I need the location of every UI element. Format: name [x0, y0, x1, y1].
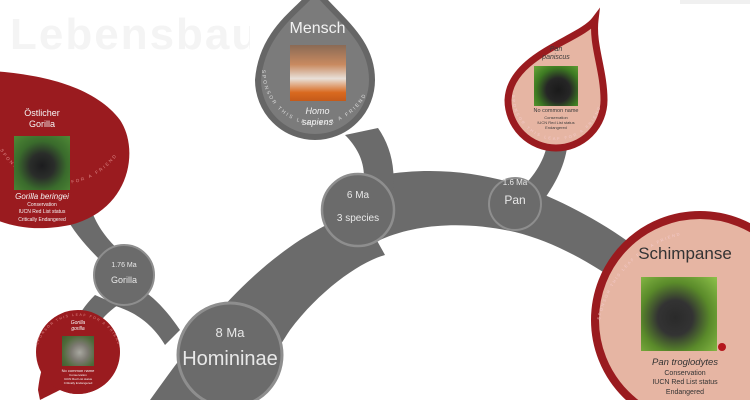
leaf-common-name: Schimpanse: [638, 244, 732, 263]
leaf-iucn: IUCN Red List status: [18, 209, 66, 215]
node-name: 3 species: [336, 213, 380, 224]
western-gorilla-photo[interactable]: [62, 336, 94, 366]
node-age: 1.76 Ma: [111, 262, 137, 269]
leaf-conservation: Conservation: [544, 115, 568, 120]
leaf-sci-name-1: Pan: [549, 46, 563, 53]
leaf-sci-name-1: Homo: [305, 106, 330, 116]
pan-branch[interactable]: [355, 170, 640, 290]
node-name: Gorilla: [110, 275, 137, 285]
node-pan-label[interactable]: 1.6 Ma Pan: [489, 178, 541, 207]
leaf-status: Critically Endangered: [18, 217, 66, 223]
node-age: 8 Ma: [215, 325, 245, 340]
node-homininae[interactable]: [176, 301, 284, 400]
leaf-sci-name: Gorilla beringei: [15, 192, 69, 201]
eastern-gorilla-photo[interactable]: [14, 136, 70, 190]
leaf-sci-name: Pan troglodytes: [651, 357, 718, 368]
leaf-iucn: IUCN Red List status: [652, 379, 718, 386]
chimpanzee-photo[interactable]: [641, 277, 717, 351]
node-homo-pan-label[interactable]: 6 Ma 3 species: [322, 190, 394, 224]
node-homininae-label[interactable]: 8 Ma Homininae: [180, 325, 280, 371]
node-age: 1.6 Ma: [502, 178, 528, 187]
leaf-western-gorilla[interactable]: Gorilla gorilla No common name Conservat…: [50, 320, 106, 385]
leaf-conservation: Conservation: [27, 202, 57, 208]
bonobo-photo[interactable]: [534, 66, 578, 106]
node-pan[interactable]: [488, 177, 542, 231]
leaf-eastern-gorilla[interactable]: Östlicher Gorilla Gorilla beringei Conse…: [2, 108, 82, 225]
leaf-sci-name-2: sapiens: [301, 117, 334, 127]
node-age: 6 Ma: [346, 190, 370, 201]
leaf-status: Critically Endangered: [63, 381, 93, 385]
leaf-status: Endangered: [665, 389, 705, 396]
node-name: Pan: [504, 193, 526, 207]
leaf-no-common: No common name: [533, 108, 579, 114]
node-gorilla[interactable]: [93, 244, 155, 306]
leaf-sci-name-1: Gorilla: [70, 320, 86, 326]
leaf-sci-name-2: paniscus: [542, 54, 570, 61]
leaf-chimpanzee[interactable]: Schimpanse Pan troglodytes Conservation …: [615, 244, 750, 399]
leaf-common-name: Mensch: [289, 20, 346, 37]
leaf-iucn: IUCN Red List status: [537, 120, 575, 125]
leaf-no-common: No common name: [61, 368, 95, 373]
node-name: Homininae: [182, 348, 278, 370]
leaf-mensch[interactable]: Mensch Homo sapiens: [265, 20, 370, 128]
node-gorilla-label[interactable]: 1.76 Ma Gorilla: [94, 262, 154, 285]
info-dot-icon[interactable]: [718, 343, 726, 351]
background-watermark: Lebensbaum: [10, 10, 250, 59]
leaf-conservation: Conservation: [69, 373, 87, 377]
leaf-bonobo[interactable]: Pan paniscus No common name Conservation…: [520, 46, 592, 131]
leaf-common-name-2: Gorilla: [28, 119, 55, 129]
leaf-common-name-1: Östlicher: [24, 108, 60, 118]
human-portrait-photo[interactable]: [289, 45, 346, 101]
leaf-sci-name-2: gorilla: [71, 326, 85, 332]
node-homo-pan[interactable]: [320, 172, 396, 248]
top-edge-bar: [680, 0, 750, 4]
leaf-conservation: Conservation: [664, 370, 706, 377]
leaf-iucn: IUCN Red List status: [63, 377, 92, 381]
leaf-status: Endangered: [545, 125, 567, 130]
